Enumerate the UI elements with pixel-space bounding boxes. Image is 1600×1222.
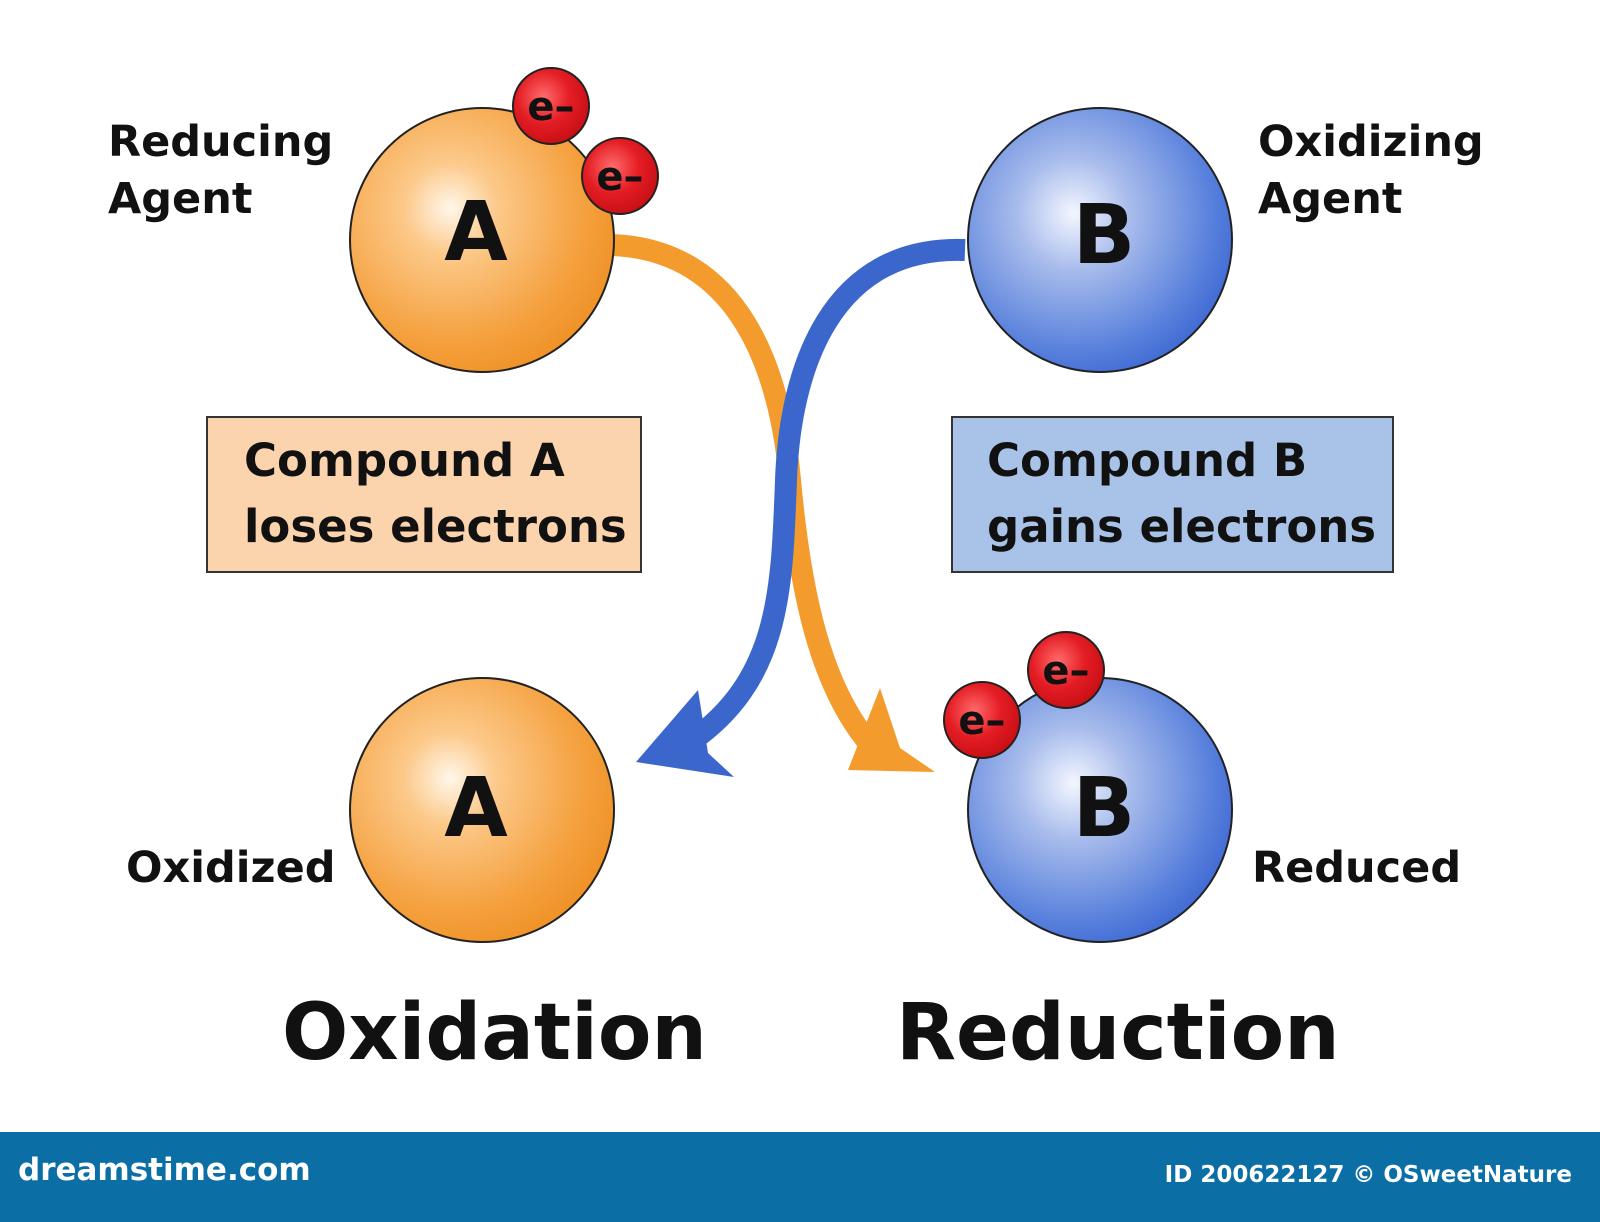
compound-a-box-line2: loses electrons [244,500,627,553]
redox-diagram: A e– e– B A B e– e– [349,67,1233,943]
footer-bar: dreamstime.com ID 200622127 © OSweetNatu… [0,1132,1600,1222]
footer-id-credit: ID 200622127 © OSweetNature [1164,1162,1572,1188]
reduction-title: Reduction [896,988,1340,1078]
svg-text:e–: e– [596,154,643,200]
atom-a-bottom: A [349,677,615,943]
svg-text:e–: e– [958,698,1005,744]
atom-b-top: B [967,107,1233,373]
blue-electron-arrow [683,238,966,752]
compound-b-box-line1: Compound B [987,434,1308,487]
oxidation-title: Oxidation [282,988,707,1078]
oxidizing-agent-label: Oxidizing Agent [1258,117,1484,224]
reduced-label: Reduced [1252,843,1462,893]
electron-bottom-1: e– [1027,631,1105,709]
svg-text:e–: e– [1042,648,1089,694]
atom-a-bottom-letter: A [444,761,508,856]
oxidized-label: Oxidized [126,843,336,893]
atom-a-top: A [349,107,615,373]
atom-b-bottom: B [967,677,1233,943]
atom-a-top-letter: A [444,185,508,280]
svg-text:e–: e– [527,84,574,130]
blue-arrowhead [636,690,734,777]
electron-top-1: e– [512,67,590,145]
compound-b-box: Compound B gains electrons [951,416,1394,573]
atom-b-bottom-letter: B [1073,761,1136,856]
reducing-agent-label: Reducing Agent [108,117,334,224]
compound-a-box-line1: Compound A [244,434,565,487]
footer-logo[interactable]: dreamstime.com [18,1152,311,1188]
orange-arrowhead [848,688,935,772]
compound-a-box: Compound A loses electrons [206,416,642,573]
atom-b-top-letter: B [1073,188,1136,283]
compound-b-box-line2: gains electrons [987,500,1377,553]
electron-bottom-2: e– [943,681,1021,759]
electron-top-2: e– [581,137,659,215]
